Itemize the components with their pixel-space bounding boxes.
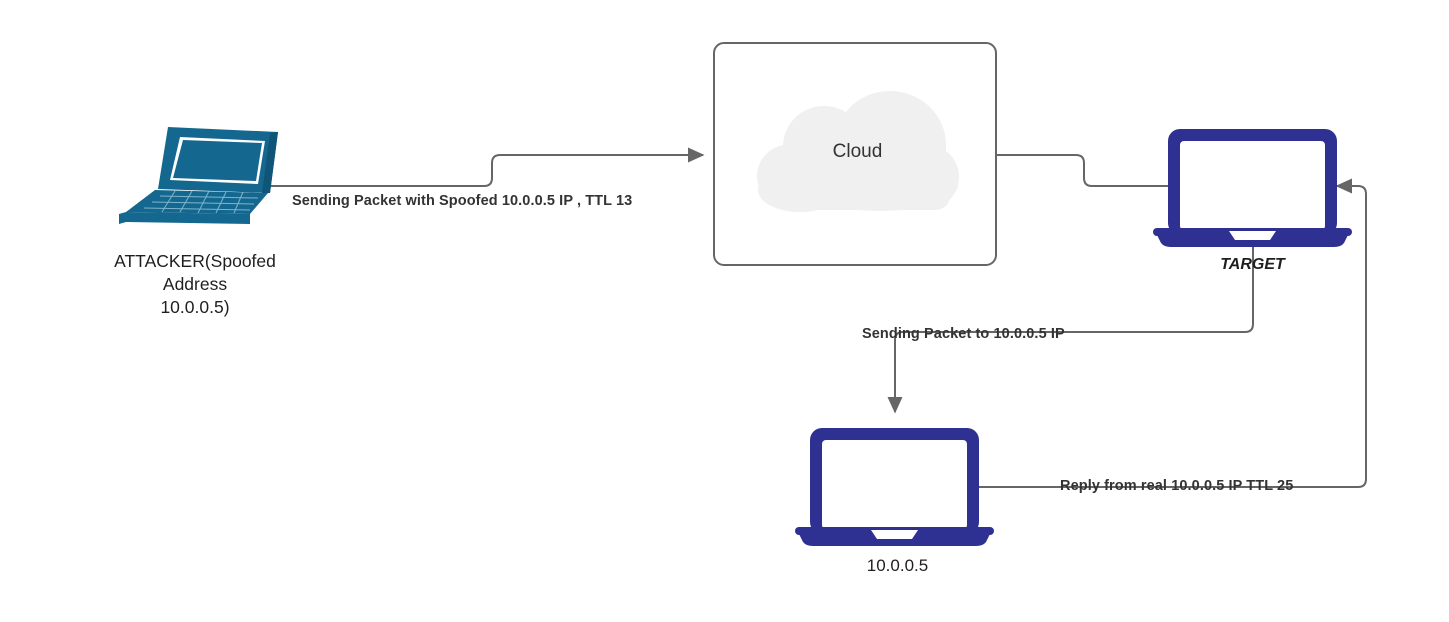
cloud-label: Cloud (832, 141, 883, 162)
wire-label-target-to-victim: Sending Packet to 10.0.0.5 IP (862, 326, 1065, 342)
wire-label-victim-to-target: Reply from real 10.0.0.5 IP TTL 25 (1060, 478, 1294, 494)
victim-label: 10.0.0.5 (866, 556, 929, 575)
wire-attacker-to-cloud (263, 147, 705, 187)
wire-victim-to-target (975, 178, 1367, 488)
laptop-front-icon-victim (795, 428, 994, 546)
laptop-front-icon-target (1153, 129, 1352, 247)
wire-cloud-to-target (997, 154, 1168, 187)
attacker-label: ATTACKER(Spoofed Address 10.0.0.5) (114, 251, 276, 317)
cloud-icon (757, 91, 959, 212)
laptop-3d-icon (119, 127, 278, 224)
wire-target-to-victim (887, 243, 1254, 414)
target-label: TARGET (1220, 256, 1285, 273)
wire-label-attacker-to-cloud: Sending Packet with Spoofed 10.0.0.5 IP … (292, 193, 633, 209)
